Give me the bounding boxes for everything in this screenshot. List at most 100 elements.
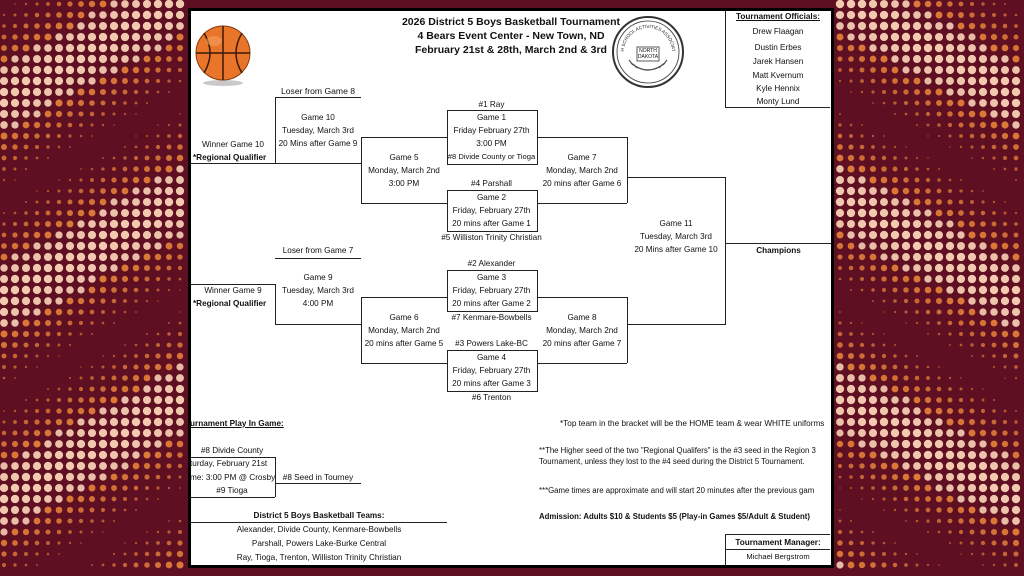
halftone-dot (88, 286, 96, 294)
halftone-dot (36, 564, 38, 566)
halftone-dot (990, 308, 998, 316)
halftone-dot (88, 77, 96, 85)
halftone-dot (936, 1, 942, 7)
halftone-dot (956, 76, 966, 86)
halftone-dot (1003, 563, 1007, 567)
halftone-dot (891, 264, 899, 272)
halftone-dot (21, 87, 31, 97)
halftone-dot (837, 529, 843, 535)
halftone-dot (77, 429, 85, 437)
halftone-dot (946, 429, 954, 437)
halftone-dot (99, 264, 107, 272)
halftone-dot (1012, 462, 1020, 470)
halftone-dot (32, 483, 42, 493)
halftone-dot (34, 342, 40, 348)
halftone-dot (112, 508, 116, 512)
halftone-dot (1000, 296, 1010, 306)
halftone-dot (837, 144, 843, 150)
halftone-dot (122, 485, 128, 491)
halftone-dot (32, 285, 42, 295)
halftone-dot (936, 309, 942, 315)
halftone-dot (65, 472, 75, 482)
halftone-dot (0, 307, 9, 317)
halftone-dot (901, 32, 911, 42)
halftone-dot (912, 428, 922, 438)
halftone-dot (67, 309, 73, 315)
halftone-dot (46, 354, 50, 358)
halftone-dot (120, 428, 130, 438)
halftone-dot (66, 297, 74, 305)
halftone-dot (880, 440, 888, 448)
halftone-dot (55, 88, 63, 96)
halftone-dot (76, 65, 86, 75)
halftone-dot (1004, 377, 1006, 379)
halftone-dot (111, 298, 117, 304)
halftone-dot (113, 322, 115, 324)
halftone-dot (101, 563, 105, 567)
halftone-dot (869, 440, 877, 448)
halftone-dot (1014, 167, 1018, 171)
g8-time: 20 mins after Game 7 (542, 339, 622, 348)
halftone-dot (869, 374, 877, 382)
halftone-dot (145, 101, 149, 105)
halftone-dot (112, 310, 116, 314)
halftone-dot (44, 110, 52, 118)
halftone-dot (925, 177, 931, 183)
halftone-dot (76, 32, 86, 42)
halftone-dot (110, 11, 118, 19)
champions-label: Champions (756, 246, 801, 255)
halftone-dot (891, 462, 899, 470)
g6-time: 20 mins after Game 5 (364, 339, 444, 348)
halftone-dot (868, 406, 878, 416)
halftone-dot (981, 398, 985, 402)
halftone-dot (142, 219, 152, 229)
halftone-dot (979, 495, 987, 503)
halftone-dot (88, 418, 96, 426)
halftone-dot (905, 322, 907, 324)
halftone-dot (22, 110, 30, 118)
tournament-dates: February 21st & 28th, March 2nd & 3rd (415, 44, 607, 56)
halftone-dot (167, 79, 171, 83)
halftone-dot (133, 276, 139, 282)
halftone-dot (838, 277, 842, 281)
halftone-dot (11, 517, 19, 525)
halftone-dot (870, 474, 876, 480)
halftone-dot (0, 473, 8, 481)
halftone-dot (970, 354, 974, 358)
official-name: Monty Lund (756, 97, 800, 106)
halftone-dot (44, 22, 52, 30)
halftone-dot (11, 528, 19, 536)
halftone-dot (960, 553, 962, 555)
halftone-dot (837, 342, 843, 348)
halftone-dot (79, 134, 83, 138)
halftone-dot (946, 495, 954, 503)
halftone-dot (903, 89, 909, 95)
halftone-dot (67, 397, 73, 403)
halftone-dot (890, 428, 900, 438)
halftone-dot (1001, 451, 1009, 459)
halftone-dot (1000, 494, 1010, 504)
halftone-dot (132, 253, 140, 261)
halftone-dot (1012, 264, 1020, 272)
halftone-dot (924, 0, 932, 8)
g3-title: Game 3 (476, 273, 507, 282)
halftone-dot (912, 21, 922, 31)
halftone-dot (35, 354, 39, 358)
halftone-dot (956, 472, 966, 482)
g4-date: Friday, February 27th (452, 366, 531, 375)
halftone-dot (78, 199, 84, 205)
halftone-dot (166, 67, 172, 73)
halftone-dot (99, 462, 107, 470)
halftone-dot (982, 388, 984, 390)
halftone-dot (836, 550, 844, 558)
halftone-dot (44, 33, 52, 41)
halftone-dot (881, 166, 887, 172)
halftone-dot (56, 12, 62, 18)
halftone-dot (916, 553, 918, 555)
halftone-dot (982, 190, 984, 192)
g4-title: Game 4 (476, 353, 507, 362)
bracket-sheet: 2026 District 5 Boys Basketball Tourname… (188, 8, 834, 568)
halftone-dot (167, 486, 171, 490)
halftone-dot (44, 242, 52, 250)
halftone-dot (0, 505, 9, 515)
